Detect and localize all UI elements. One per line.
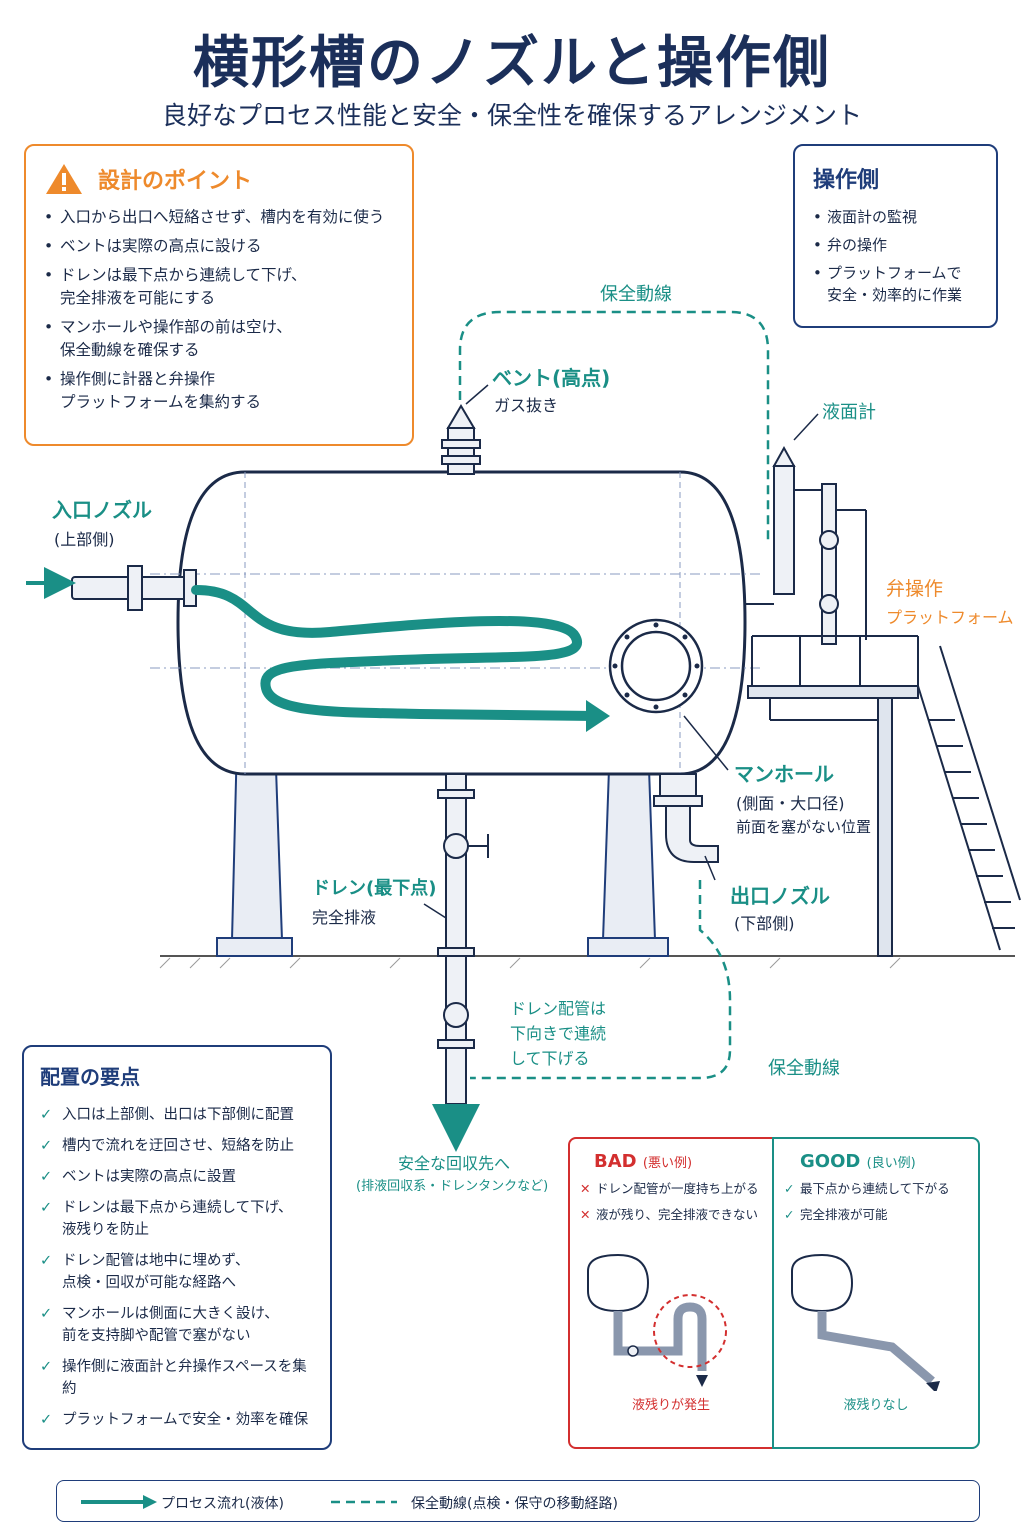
legend-process-flow-icon: [81, 1495, 157, 1509]
good-drain-illustration: [791, 1253, 940, 1391]
inlet-sub-label: (上部側): [54, 530, 115, 549]
drain-sub-label: 完全排液: [312, 908, 377, 927]
good-example-panel: GOOD (良い例) 最下点から連続して下がる 完全排液が可能 液残りなし: [772, 1137, 980, 1449]
outlet-nozzle: [653, 773, 719, 863]
operation-side-item: 弁の操作: [813, 234, 978, 256]
good-item: 最下点から連続して下がる: [784, 1180, 968, 1198]
comparison-box: BAD (悪い例) ドレン配管が一度持ち上がる 液が残り、完全排液できない 液残…: [568, 1137, 980, 1449]
bad-heading-sub: (悪い例): [642, 1156, 693, 1171]
layout-point-item: マンホールは側面に大きく設け、 前を支持脚や配管で塞がない: [40, 1303, 314, 1347]
safe-destination-label: 安全な回収先へ: [398, 1154, 511, 1173]
bad-item: ドレン配管が一度持ち上がる: [580, 1180, 762, 1198]
inlet-label: 入口ノズル: [52, 498, 152, 522]
outlet-label: 出口ノズル: [730, 884, 830, 908]
saddle-right: [587, 739, 669, 957]
bad-drain-illustration: [587, 1253, 727, 1387]
design-point-item: ドレンは最下点から連続して下げ、 完全排液を可能にする: [44, 264, 394, 310]
bad-caption: 液残りが発生: [631, 1398, 710, 1413]
platform: [747, 635, 1021, 957]
manhole-sub2-label: 前面を塞がない位置: [736, 818, 872, 836]
bad-item: 液が残り、完全排液できない: [580, 1206, 762, 1224]
drain-label: ドレン(最下点): [312, 878, 437, 899]
level-gauge: [746, 445, 867, 645]
layout-point-item: 入口は上部側、出口は下部側に配置: [40, 1104, 314, 1126]
legend-process-flow-label: プロセス流れ(液体): [161, 1496, 284, 1512]
design-point-item: 入口から出口へ短絡させず、槽内を有効に使う: [44, 206, 394, 229]
warning-icon: [46, 164, 82, 194]
safe-destination-sub-label: (排液回収系・ドレンタンクなど): [356, 1179, 549, 1194]
vent-label: ベント(高点): [492, 366, 611, 390]
legend-maintenance-route-label: 保全動線(点検・保守の移動経路): [411, 1496, 618, 1512]
layout-points-heading: 配置の要点: [40, 1065, 140, 1089]
valve-platform-sub-label: プラットフォーム: [886, 608, 1014, 627]
operation-side-item: 液面計の監視: [813, 206, 978, 228]
maintenance-route-label-top: 保全動線: [600, 284, 672, 305]
page-title: 横形槽のノズルと操作側: [193, 31, 831, 96]
operation-side-box: 操作側 液面計の監視 弁の操作 プラットフォームで 安全・効率的に作業: [793, 144, 998, 328]
layout-point-item: ベントは実際の高点に設置: [40, 1166, 314, 1188]
good-item: 完全排液が可能: [784, 1206, 968, 1224]
valve-platform-label: 弁操作: [886, 578, 944, 600]
level-gauge-label: 液面計: [822, 402, 876, 423]
page-subtitle: 良好なプロセス性能と安全・保全性を確保するアレンジメント: [161, 101, 862, 130]
drain-pipe: [437, 773, 489, 1105]
design-point-item: 操作側に計器と弁操作 プラットフォームを集約する: [44, 368, 394, 414]
bad-example-panel: BAD (悪い例) ドレン配管が一度持ち上がる 液が残り、完全排液できない 液残…: [568, 1137, 774, 1449]
layout-point-item: ドレン配管は地中に埋めず、 点検・回収が可能な経路へ: [40, 1250, 314, 1294]
stair-treads: [928, 719, 1015, 929]
operation-side-heading: 操作側: [813, 168, 880, 193]
maintenance-route-bottom: [470, 880, 732, 1080]
outlet-sub-label: (下部側): [734, 914, 795, 933]
design-points-heading: 設計のポイント: [98, 169, 253, 194]
legend: プロセス流れ(液体) 保全動線(点検・保守の移動経路): [56, 1480, 980, 1522]
layout-point-item: 槽内で流れを迂回させ、短絡を防止: [40, 1135, 314, 1157]
maintenance-route-label-bottom: 保全動線: [768, 1058, 840, 1079]
vent-sub-label: ガス抜き: [494, 396, 559, 415]
vent-nozzle: [441, 404, 481, 475]
layout-point-item: プラットフォームで安全・効率を確保: [40, 1409, 314, 1431]
manhole-sub1-label: (側面・大口径): [736, 794, 845, 813]
manhole-label: マンホール: [734, 762, 834, 786]
good-caption: 液残りなし: [843, 1398, 909, 1413]
maintenance-route-top: [458, 310, 770, 540]
design-point-item: マンホールや操作部の前は空け、 保全動線を確保する: [44, 316, 394, 362]
process-flow-path: [191, 585, 601, 721]
bad-heading: BAD: [594, 1151, 637, 1172]
good-heading-sub: (良い例): [866, 1156, 916, 1171]
drain-pipe-note: ドレン配管は 下向きで連続 して下げる: [510, 999, 607, 1068]
layout-point-item: ドレンは最下点から連続して下げ、 液残りを防止: [40, 1197, 314, 1241]
legend-maintenance-route-icon: [331, 1500, 397, 1504]
saddle-left: [216, 739, 293, 957]
design-point-item: ベントは実際の高点に設ける: [44, 235, 394, 258]
operation-side-item: プラットフォームで 安全・効率的に作業: [813, 262, 978, 306]
manhole: [608, 618, 704, 714]
manhole-bolts: [612, 622, 700, 710]
layout-points-box: 配置の要点 入口は上部側、出口は下部側に配置 槽内で流れを迂回させ、短絡を防止 …: [22, 1045, 332, 1450]
layout-point-item: 操作側に液面計と弁操作スペースを集約: [40, 1356, 314, 1400]
good-heading: GOOD: [800, 1151, 861, 1172]
design-points-box: 設計のポイント 入口から出口へ短絡させず、槽内を有効に使う ベントは実際の高点に…: [24, 144, 414, 446]
